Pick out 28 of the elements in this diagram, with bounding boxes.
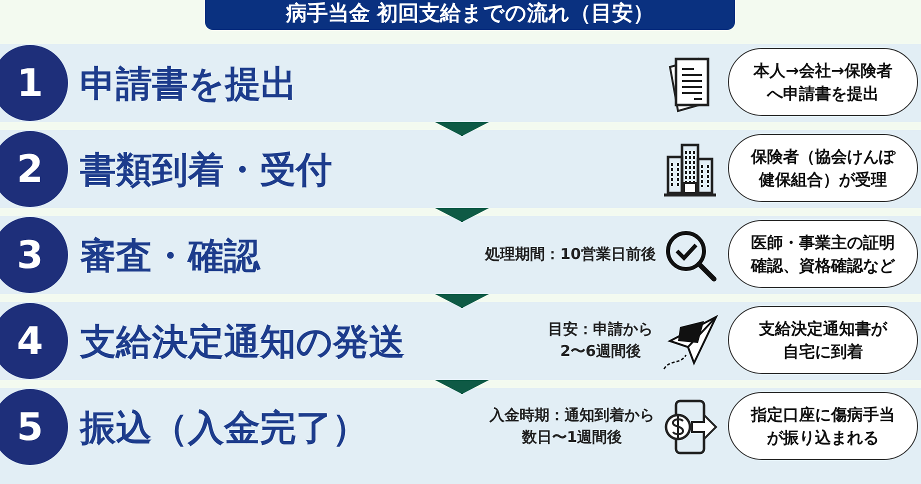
- arrow: [435, 380, 489, 394]
- step-heading: 申請書を提出: [80, 63, 297, 107]
- step-band: [0, 130, 921, 208]
- pill-text: 支給決定通知書が自宅に到着: [758, 318, 888, 363]
- duration-note: 処理期間：10営業日前後: [484, 244, 656, 265]
- step-heading: 振込（入金完了）: [80, 407, 368, 451]
- arrow: [435, 122, 489, 136]
- step-number: 1: [0, 45, 68, 121]
- step-heading: 審査・確認: [80, 235, 260, 279]
- step-number: 3: [0, 217, 68, 293]
- step-heading: 支給決定通知の発送: [80, 321, 405, 365]
- pill-text: 指定口座に傷病手当が振り込まれる: [750, 404, 896, 449]
- step-band: [0, 388, 921, 484]
- title-banner: 病手当金 初回支給までの流れ（目安）: [205, 0, 735, 30]
- step-number: 2: [0, 131, 68, 207]
- step-band: [0, 44, 921, 122]
- step-heading: 書類到着・受付: [80, 149, 332, 193]
- arrow: [435, 294, 489, 308]
- step-band: [0, 302, 921, 380]
- step-number: 4: [0, 303, 68, 379]
- pill-text: 医師・事業主の証明確認、資格確認など: [750, 232, 896, 277]
- pill-text: 保険者（協会けんぽ健保組合）が受理: [750, 146, 897, 191]
- duration-note: 目安：申請から2〜6週間後: [547, 319, 654, 362]
- step-band: [0, 216, 921, 294]
- pill-text: 本人→会社→保険者へ申請書を提出: [752, 60, 894, 105]
- step-number: 5: [0, 389, 68, 465]
- duration-note: 入金時期：通知到着から数日〜1週間後: [488, 405, 656, 448]
- arrow: [435, 208, 489, 222]
